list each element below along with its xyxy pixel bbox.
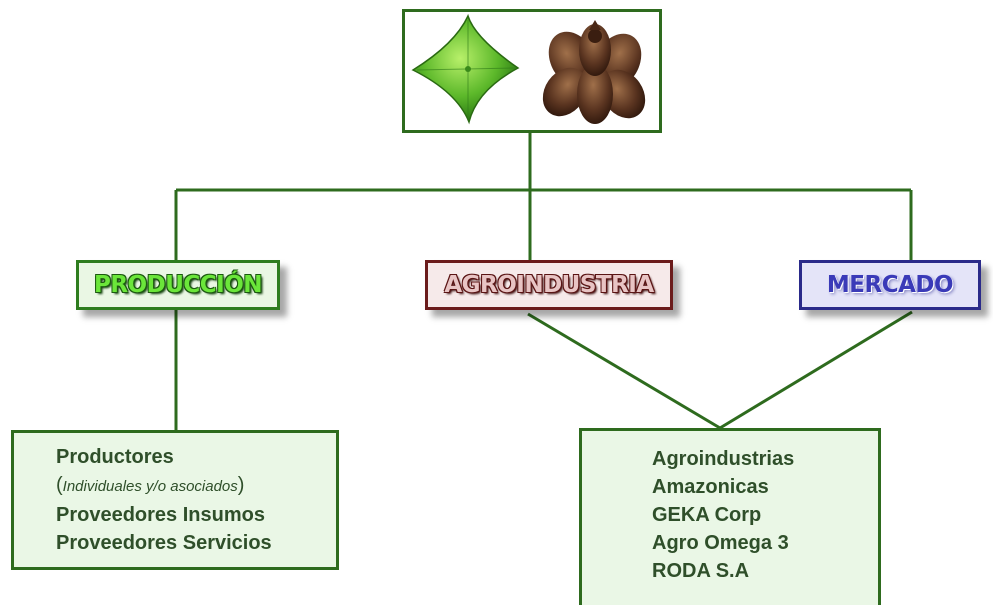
connector-mercado-to-list [719, 310, 913, 430]
category-produccion-label: PRODUCCIÓN [93, 272, 263, 298]
list-item-proveedores-insumos: Proveedores Insumos [56, 504, 265, 526]
category-agroindustria: AGROINDUSTRIA [425, 260, 673, 310]
note-open-paren: ( [56, 474, 63, 496]
sacha-inchi-green-pod-icon [411, 13, 520, 125]
list-item-productores: Productores [56, 446, 174, 468]
produccion-actors-box: Productores (Individuales y/o asociados)… [11, 430, 339, 570]
list-item-proveedores-servicios: Proveedores Servicios [56, 532, 272, 554]
list-item: Agro Omega 3 [652, 532, 789, 554]
agroindustria-companies-box: Agroindustrias Amazonicas GEKA Corp Agro… [579, 428, 881, 605]
list-item: Agroindustrias [652, 448, 795, 470]
top-image-box [402, 9, 662, 133]
list-item: GEKA Corp [652, 504, 762, 526]
list-item-note: (Individuales y/o asociados) [56, 471, 336, 501]
list-item: RODA S.A [652, 560, 750, 582]
category-produccion: PRODUCCIÓN [76, 260, 280, 310]
note-text: Individuales y/o asociados [62, 478, 238, 495]
sacha-inchi-dried-pod-icon [542, 20, 646, 124]
category-mercado-label: MERCADO [826, 272, 954, 298]
note-close-paren: ) [237, 474, 245, 496]
list-item: Amazonicas [652, 476, 769, 498]
connector-agroindustria-to-list [527, 312, 721, 430]
category-mercado: MERCADO [799, 260, 981, 310]
category-agroindustria-label: AGROINDUSTRIA [444, 272, 654, 298]
